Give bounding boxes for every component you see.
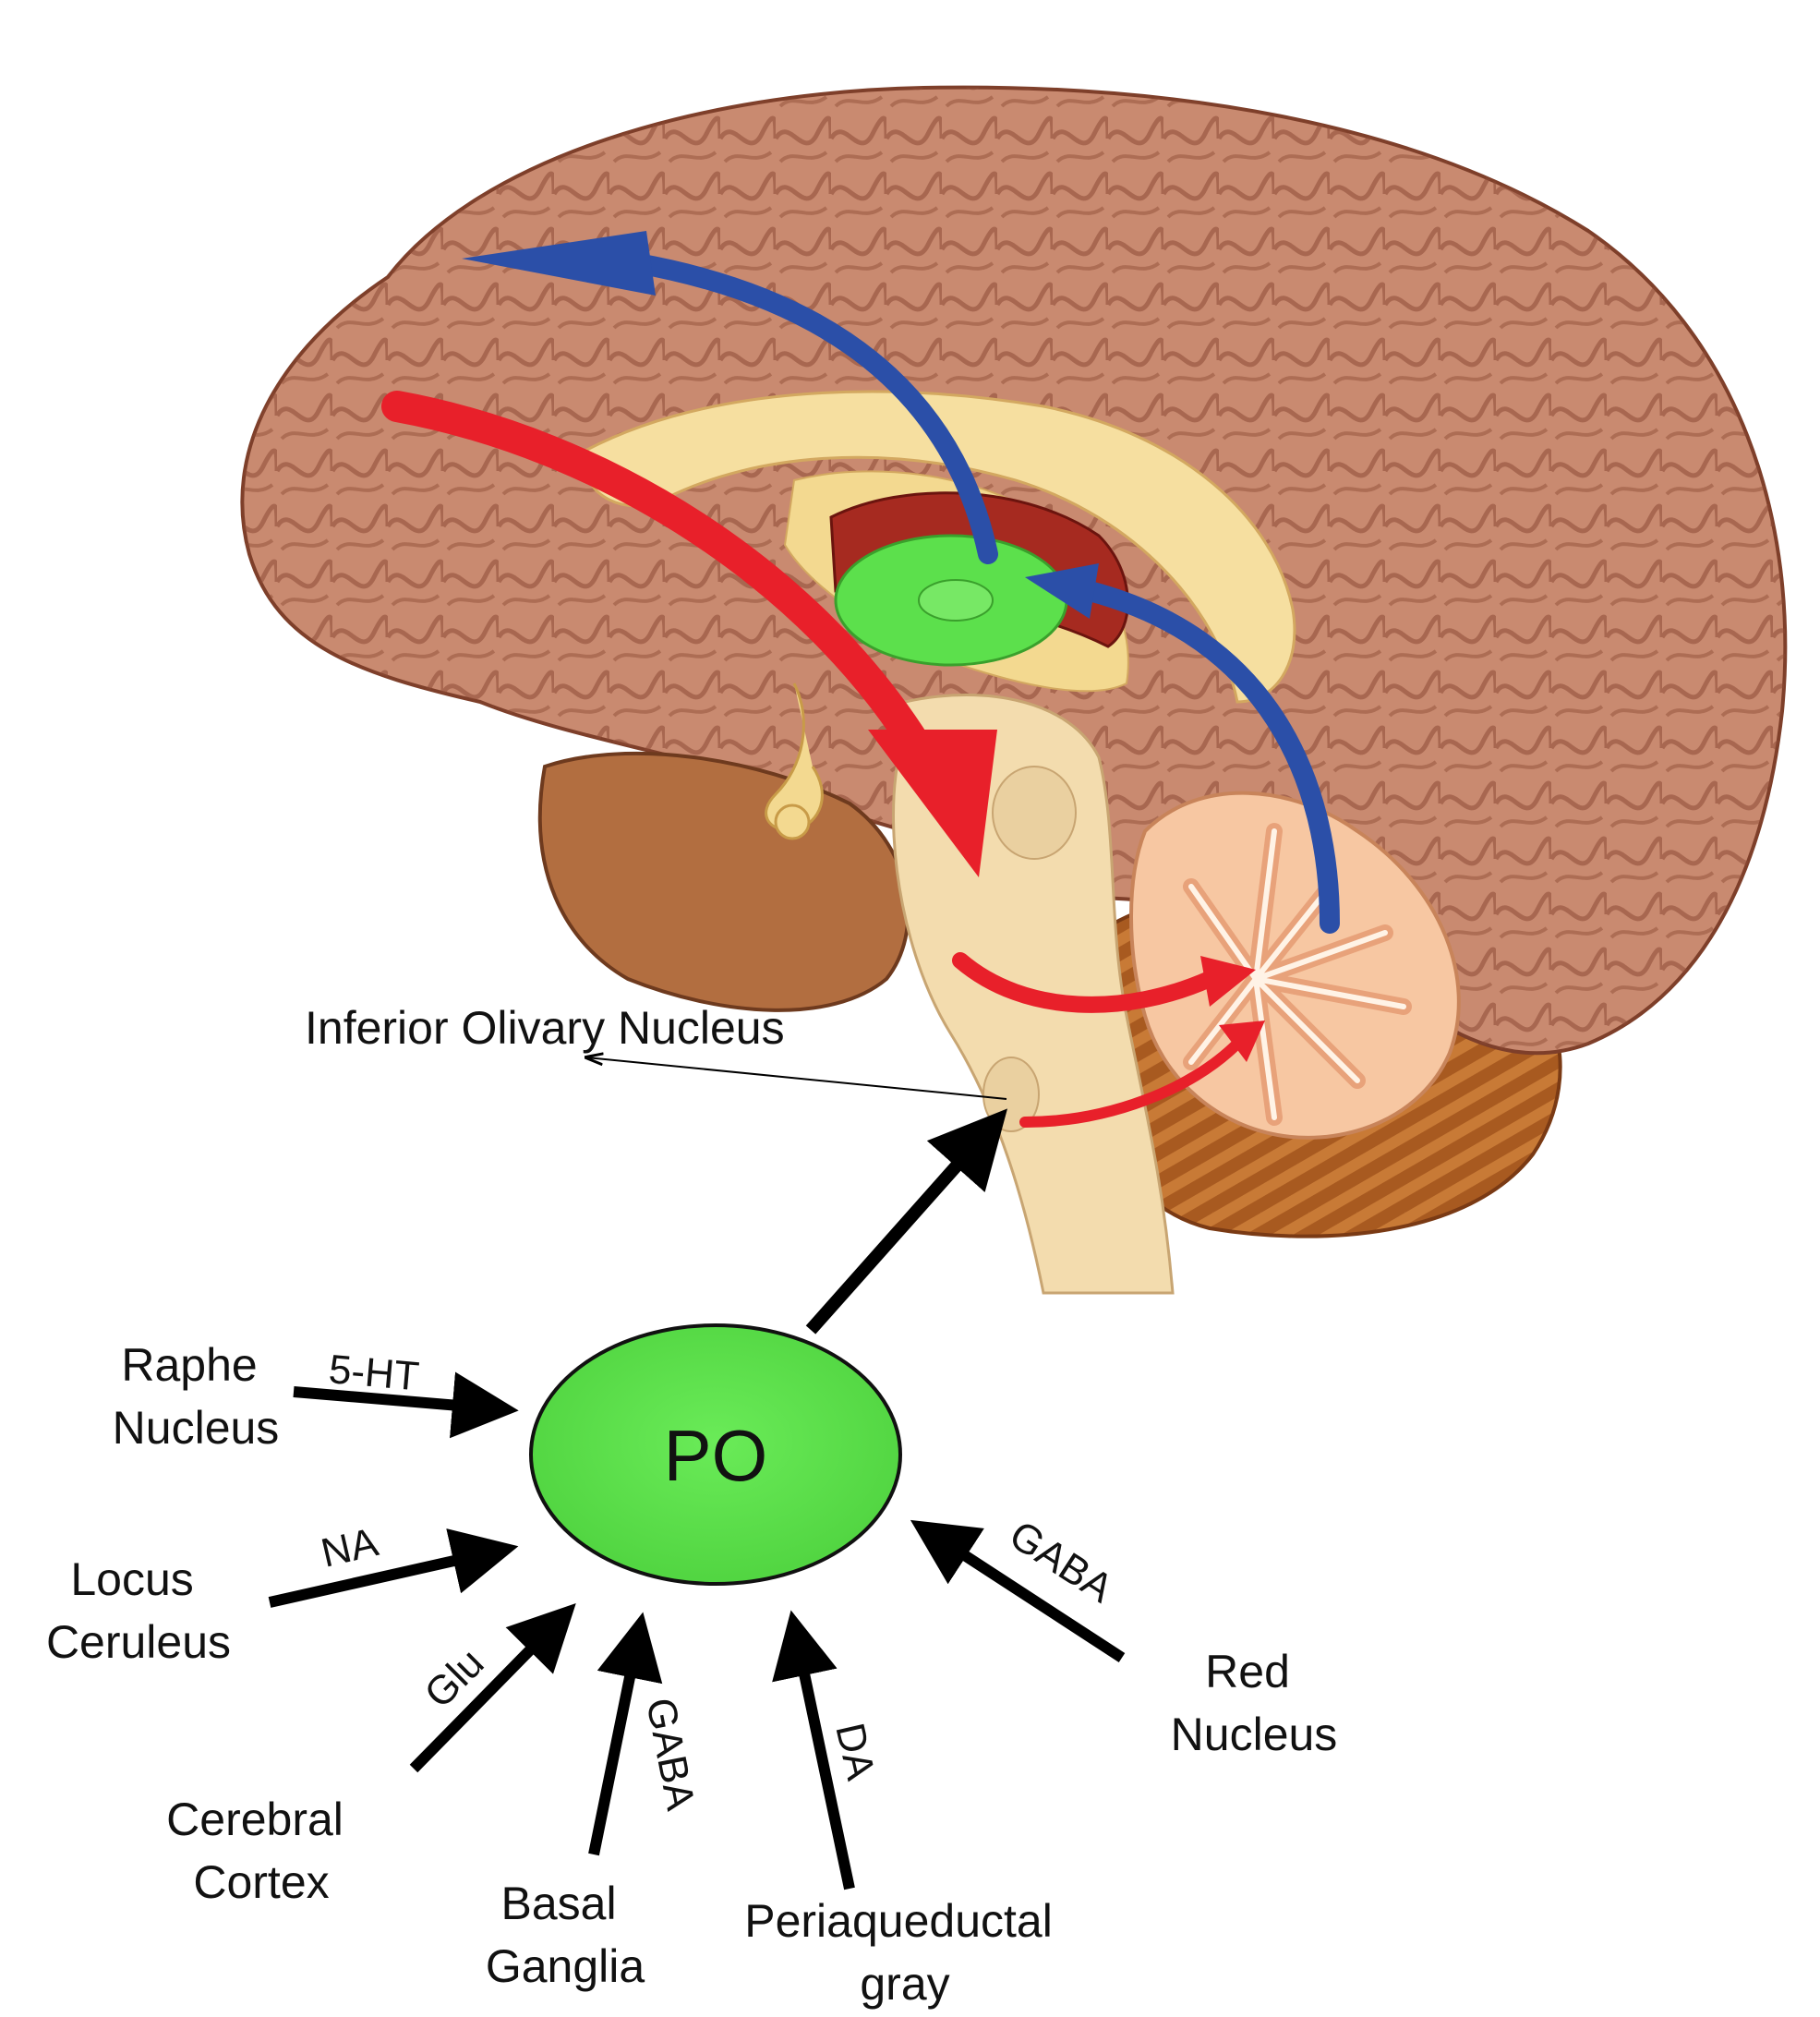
source-basal-ganglia: Basal Ganglia xyxy=(486,1878,645,1992)
source-raphe-nucleus: Raphe Nucleus xyxy=(113,1339,280,1454)
po-output-arrow xyxy=(805,1108,1008,1335)
brain-illustration xyxy=(240,85,1788,1295)
red-arrow-lower-1 xyxy=(952,952,1218,1013)
pituitary-gland xyxy=(774,803,811,840)
blue-arrow-lower-head xyxy=(1025,563,1099,619)
po-node xyxy=(529,1323,902,1586)
thalamus-nucleus xyxy=(918,579,994,622)
source-labels: Raphe Nucleus Locus Ceruleus Cerebral Co… xyxy=(46,1339,1337,2010)
pathway-arrows xyxy=(381,231,1340,1128)
inferior-olivary-nucleus-label: Inferior Olivary Nucleus xyxy=(305,1002,785,1054)
red-arrow-main xyxy=(381,391,939,773)
source-periaqueductal-gray: Periaqueductal gray xyxy=(744,1895,1065,2010)
input-arrow-locus-ceruleus xyxy=(268,1528,519,1608)
transmitter-5ht: 5-HT xyxy=(327,1347,421,1399)
pons-bulge xyxy=(992,766,1077,860)
blue-arrow-lower xyxy=(1079,581,1340,934)
po-label: PO xyxy=(664,1415,768,1496)
transmitter-gaba-basal: GABA xyxy=(637,1695,704,1815)
input-arrow-basal-ganglia xyxy=(588,1612,663,1856)
input-arrow-raphe xyxy=(293,1371,519,1439)
input-arrow-red-nucleus xyxy=(910,1519,1126,1663)
source-red-nucleus: Red Nucleus xyxy=(1171,1646,1338,1760)
transmitter-da: DA xyxy=(826,1719,884,1784)
input-arrow-cerebral-cortex xyxy=(409,1603,576,1773)
red-arrow-lower-2 xyxy=(1019,1038,1243,1128)
input-arrow-periaqueductal-gray xyxy=(772,1610,855,1890)
source-cerebral-cortex: Cerebral Cortex xyxy=(166,1794,356,1908)
corpus-callosum xyxy=(580,390,1296,704)
input-arrows xyxy=(268,1371,1126,1890)
blue-arrow-upper-head xyxy=(462,231,656,296)
blue-arrow-upper xyxy=(627,253,998,564)
source-locus-ceruleus: Locus Ceruleus xyxy=(46,1553,231,1668)
ion-leader-line xyxy=(586,1057,1007,1100)
red-arrow-main-head xyxy=(868,730,997,877)
transmitter-na: NA xyxy=(317,1519,382,1576)
pituitary xyxy=(765,682,824,833)
